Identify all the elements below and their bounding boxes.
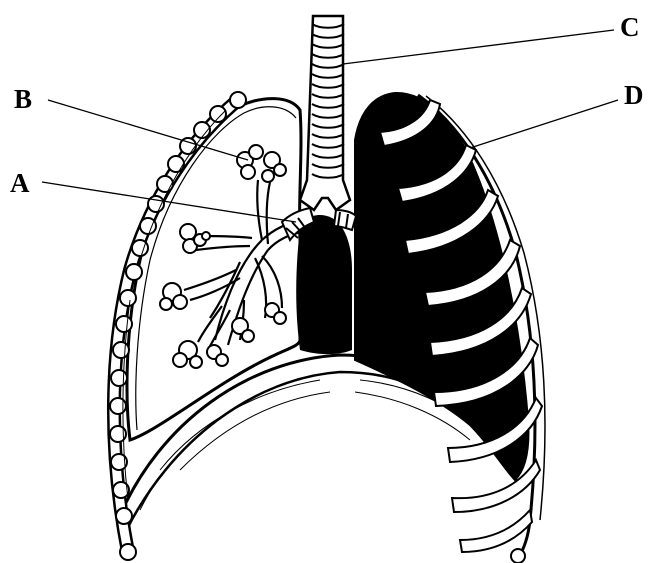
rib-joint bbox=[210, 106, 226, 122]
label-b: B bbox=[14, 84, 32, 114]
rib-joint bbox=[157, 176, 173, 192]
rib-joint bbox=[511, 549, 525, 563]
leader-line-c bbox=[343, 30, 614, 64]
rib-joint bbox=[230, 92, 246, 108]
label-d: D bbox=[624, 80, 644, 110]
rib-joint bbox=[120, 290, 136, 306]
rib-joint bbox=[126, 264, 142, 280]
trachea bbox=[300, 16, 350, 210]
rib-joint bbox=[116, 508, 132, 524]
rib-joint bbox=[120, 544, 136, 560]
label-c: C bbox=[620, 12, 640, 42]
leader-line-d bbox=[470, 100, 618, 148]
rib-joint bbox=[113, 342, 129, 358]
rib-joint bbox=[111, 370, 127, 386]
right-lung bbox=[355, 93, 528, 480]
rib-joint bbox=[110, 398, 126, 414]
rib-joint bbox=[168, 156, 184, 172]
heart bbox=[296, 215, 352, 354]
rib-joints-right bbox=[511, 549, 525, 563]
label-a: A bbox=[10, 168, 30, 198]
rib-joint bbox=[116, 316, 132, 332]
